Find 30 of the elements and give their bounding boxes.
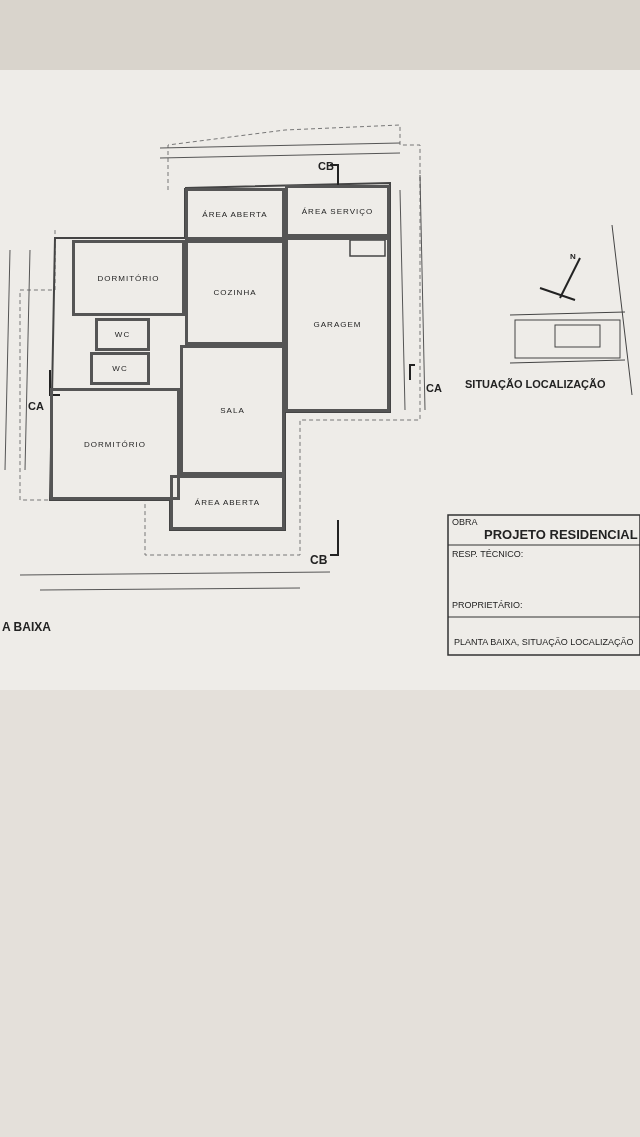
- room-outline: [170, 475, 285, 530]
- room-outline: [285, 237, 390, 412]
- section-marker: CA: [426, 382, 442, 394]
- room-outline: [185, 240, 285, 345]
- field-label: OBRA: [452, 517, 478, 527]
- room-outline: [72, 240, 185, 316]
- room-name: WC: [112, 364, 128, 373]
- room-name: DORMITÓRIO: [84, 439, 146, 449]
- project-title: PROJETO RESIDENCIAL: [484, 527, 638, 542]
- room-name: ÁREA ABERTA: [194, 498, 261, 507]
- field-label: RESP. TÉCNICO:: [452, 549, 524, 559]
- room-name: ÁREA ABERTA: [202, 209, 268, 219]
- room-name: GARAGEM: [313, 320, 362, 329]
- room-outline: [50, 388, 180, 500]
- room-name: ÁREA SERVIÇO: [301, 206, 374, 216]
- room-outline: [185, 188, 285, 240]
- room-outline: [180, 345, 285, 475]
- drawing-title: A BAIXA: [2, 620, 51, 634]
- room-outline: [285, 185, 390, 237]
- north-label: N: [570, 252, 576, 261]
- room-outline: [90, 352, 150, 385]
- room-name: WC: [114, 330, 131, 339]
- room-outline: [95, 318, 150, 351]
- room-name: DORMITÓRIO: [97, 273, 160, 283]
- room-name: SALA: [220, 405, 245, 415]
- sheet-description: PLANTA BAIXA, SITUAÇÃO LOCALIZAÇÃO: [454, 637, 634, 647]
- section-marker: CB: [310, 553, 328, 567]
- drawing-title: SITUAÇÃO LOCALIZAÇÃO: [465, 378, 606, 390]
- room-name: COZINHA: [213, 288, 257, 297]
- field-label: PROPRIETÁRIO:: [452, 600, 523, 610]
